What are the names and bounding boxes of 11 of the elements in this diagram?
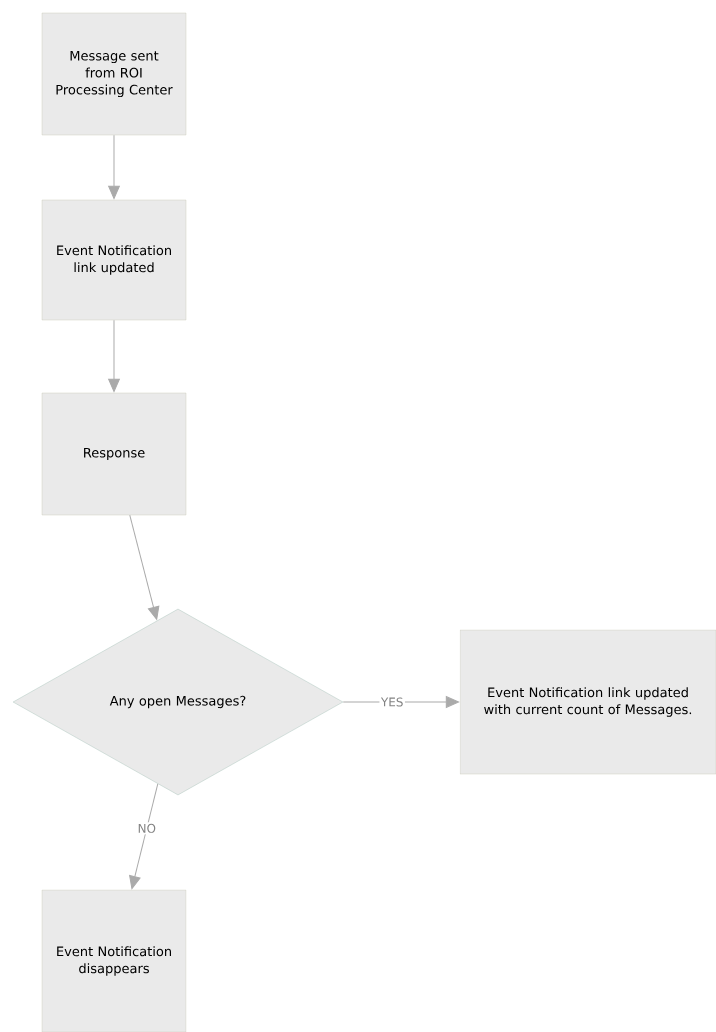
arrow — [108, 134, 120, 200]
arrow — [108, 319, 120, 393]
edge-label: YES — [379, 695, 405, 709]
process-box: Message sent from ROI Processing Center — [41, 12, 187, 136]
process-box: Event Notification link updated with current count of Messages. — [459, 629, 716, 775]
edge-label: NO — [136, 822, 158, 835]
process-box: Response — [41, 392, 187, 516]
process-box: Event Notification link updated — [41, 199, 187, 321]
arrow — [129, 514, 160, 620]
process-box: Event Notification disappears — [41, 889, 187, 1032]
arrow — [129, 783, 159, 890]
